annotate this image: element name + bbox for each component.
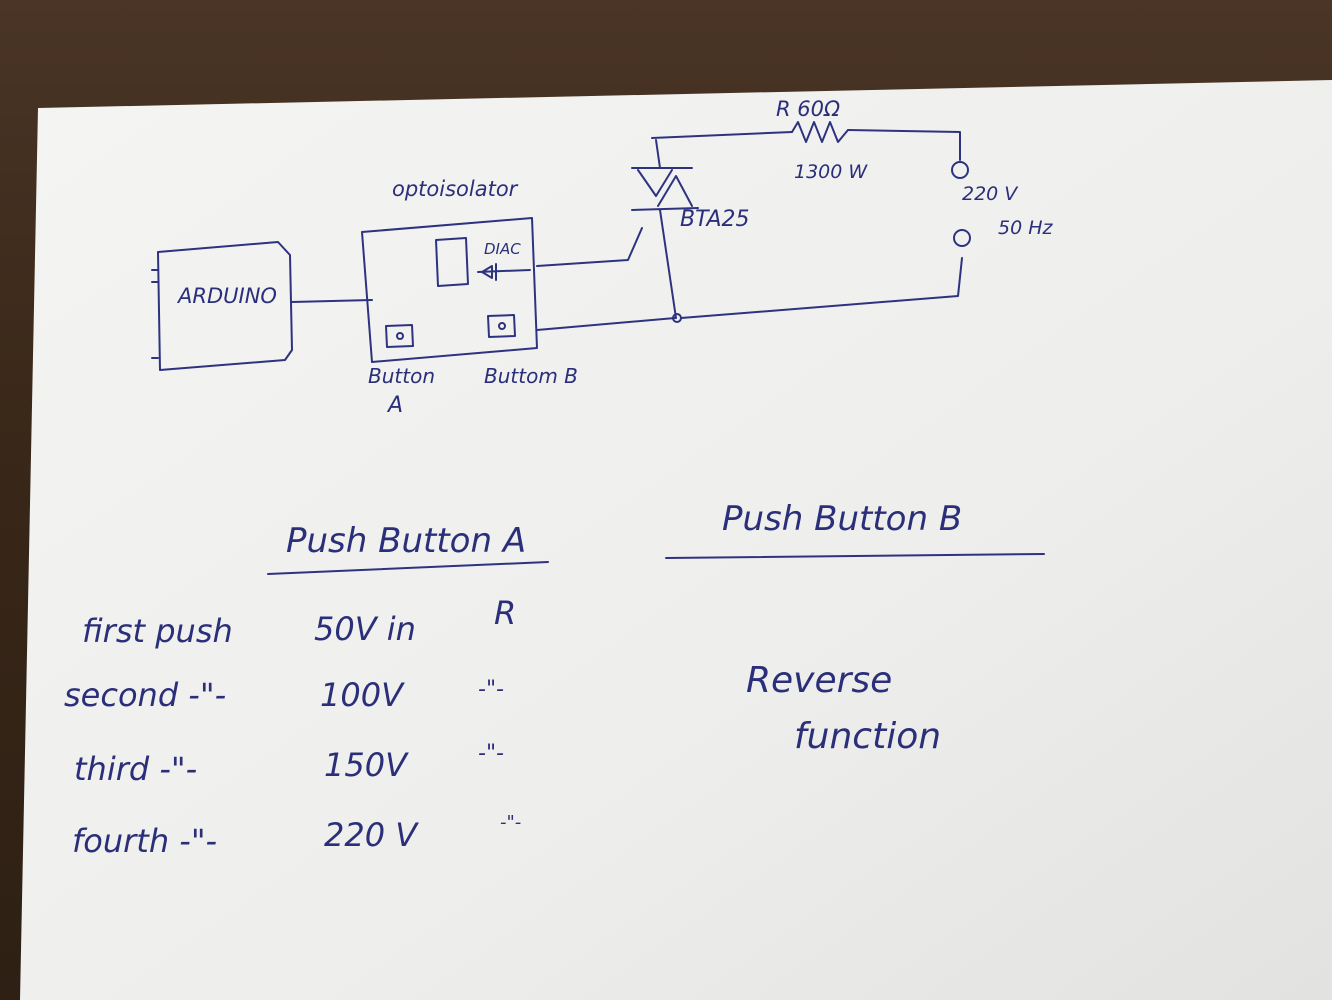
source-terminal-top <box>951 161 969 179</box>
wire-return <box>680 257 963 319</box>
row-target: -"- <box>478 741 504 766</box>
arduino-block: ARDUINO <box>151 241 293 371</box>
triac-label: BTA25 <box>680 207 750 232</box>
table-a-row: first push 50V in R <box>82 594 516 650</box>
row-target: R <box>494 594 516 632</box>
button-a-letter: A <box>386 393 403 418</box>
table-b-text-line1: Reverse <box>746 660 892 701</box>
table-a-row: fourth -"- 220 V -"- <box>72 812 521 860</box>
button-b-label: Buttom B <box>484 364 578 388</box>
wire-top <box>651 129 961 161</box>
triac-icon <box>631 139 699 319</box>
resistor-label: R 60Ω <box>776 97 840 121</box>
resistor-icon <box>791 121 849 143</box>
row-label: second -"- <box>64 676 226 714</box>
optoisolator-block: optoisolator DIAC <box>361 177 538 363</box>
wire-diac-gate <box>536 227 643 267</box>
wire-arduino-opto <box>291 299 373 303</box>
diac-label: DIAC <box>484 240 521 258</box>
row-label: fourth -"- <box>72 822 217 860</box>
button-b-icon <box>487 314 516 338</box>
row-label: third -"- <box>74 750 197 788</box>
row-voltage: 150V <box>324 746 409 784</box>
table-b-text-line2: function <box>794 716 941 757</box>
row-target: -"- <box>500 812 521 833</box>
source-frequency: 50 Hz <box>998 217 1054 239</box>
table-a-heading: Push Button A <box>286 521 526 561</box>
row-voltage: 50V in <box>314 610 416 648</box>
arduino-label: ARDUINO <box>176 284 277 308</box>
button-a-label: Button <box>368 364 435 388</box>
row-target: -"- <box>478 677 504 702</box>
source-terminal-bottom <box>953 229 971 247</box>
paper-surface <box>20 80 1332 1000</box>
table-a-row: third -"- 150V -"- <box>74 741 504 788</box>
row-label: first push <box>82 612 233 650</box>
table-b-heading: Push Button B <box>722 499 962 539</box>
row-voltage: 220 V <box>324 816 419 854</box>
table-b-underline <box>665 553 1045 559</box>
table-a-underline <box>267 561 549 575</box>
table-a-row: second -"- 100V -"- <box>64 676 504 714</box>
wire-opto-bottom <box>536 317 676 331</box>
row-voltage: 100V <box>320 676 405 714</box>
optoisolator-label: optoisolator <box>392 177 519 201</box>
button-a-icon <box>385 324 414 348</box>
source-voltage: 220 V <box>962 183 1019 205</box>
resistor-power: 1300 W <box>794 161 868 183</box>
diac-icon <box>477 263 531 281</box>
